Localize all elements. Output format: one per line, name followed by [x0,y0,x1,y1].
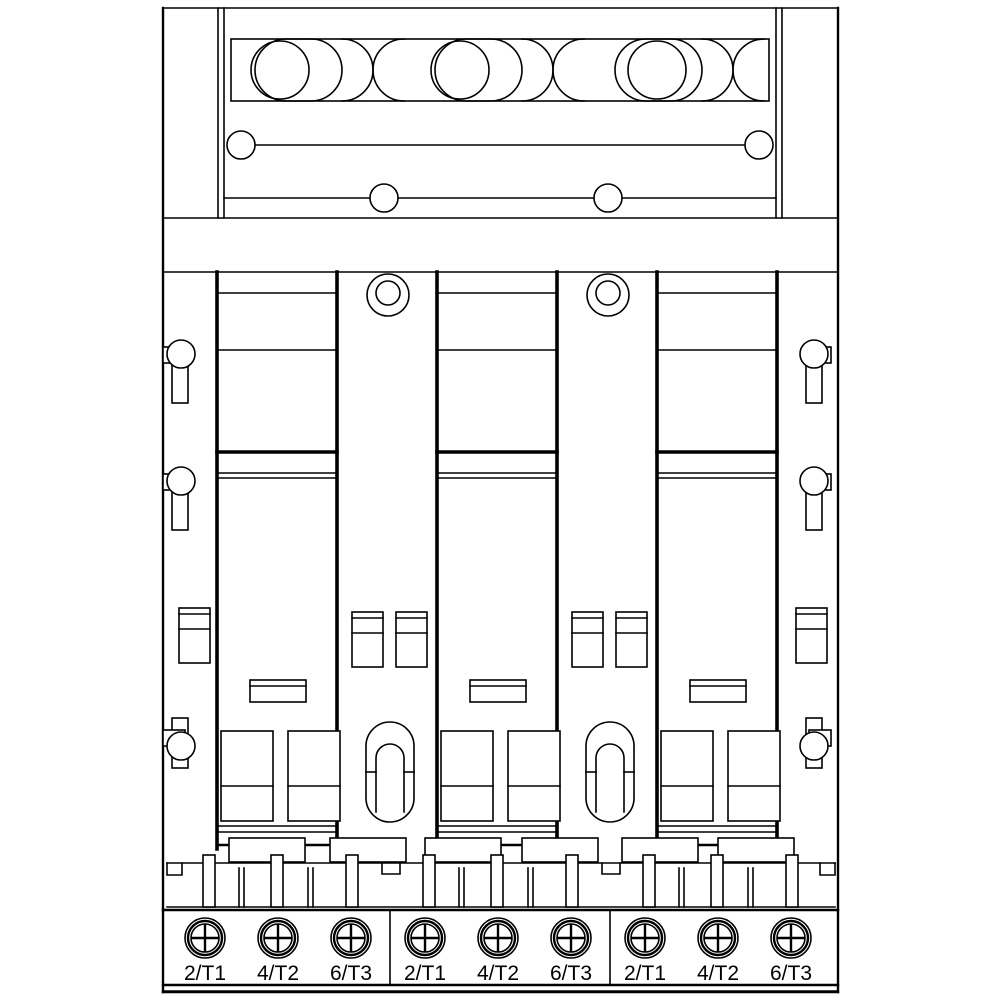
top-mounting-module [162,7,839,219]
keyhole-slot-b [585,721,635,823]
terminal-label: 2/T1 [404,962,446,985]
outer-body-outline [161,6,840,994]
cross-screw-icon [263,923,293,953]
cross-screw-icon [336,923,366,953]
terminal-2[interactable]: 4/T2 [257,917,299,985]
cross-screw-icon [190,923,220,953]
cross-screw-icon [630,923,660,953]
terminal-4[interactable]: 2/T1 [404,917,446,985]
terminal-label: 4/T2 [697,962,739,985]
terminal-6[interactable]: 6/T3 [550,917,592,985]
interpole-column-b [571,273,648,823]
comb-fingers [202,854,799,908]
pole-block-3 [655,270,781,851]
cross-screw-icon [410,923,440,953]
right-tab-1 [799,339,832,404]
terminal-8[interactable]: 4/T2 [697,917,739,985]
terminal-5[interactable]: 4/T2 [477,917,519,985]
interpole-column-a [351,273,428,823]
pole-block-1 [215,270,341,851]
left-tab-2 [162,466,196,531]
right-tab-2 [799,466,832,531]
terminal-label: 4/T2 [477,962,519,985]
left-clip-plate [178,607,211,664]
right-clip-plate [795,607,828,664]
left-tab-3 [162,717,196,769]
terminal-3[interactable]: 6/T3 [330,917,372,985]
right-mounting-tabs [795,339,832,769]
terminal-label: 6/T3 [770,962,812,985]
terminal-shroud-comb [166,837,836,908]
left-mounting-tabs [162,339,211,769]
keyhole-slot-a [365,721,415,823]
terminal-7[interactable]: 2/T1 [624,917,666,985]
cross-screw-icon [556,923,586,953]
terminal-1[interactable]: 2/T1 [184,917,226,985]
left-tab-1 [162,339,196,404]
top-cross-rail-upper [226,130,774,160]
terminal-9[interactable]: 6/T3 [770,917,812,985]
right-tab-3 [799,717,832,769]
terminal-label-panel [161,908,840,992]
cross-screw-icon [776,923,806,953]
top-cross-rail-lower [223,183,777,213]
terminal-label: 2/T1 [184,962,226,985]
terminal-label: 2/T1 [624,962,666,985]
top-slot-strip [230,38,770,102]
terminal-label: 4/T2 [257,962,299,985]
cross-screw-icon [703,923,733,953]
terminal-label: 6/T3 [550,962,592,985]
screw-terminal-group[interactable]: 2/T1 4/T2 6/T3 [184,917,812,985]
terminal-label: 6/T3 [330,962,372,985]
pole-block-2 [435,270,561,851]
cross-screw-icon [483,923,513,953]
